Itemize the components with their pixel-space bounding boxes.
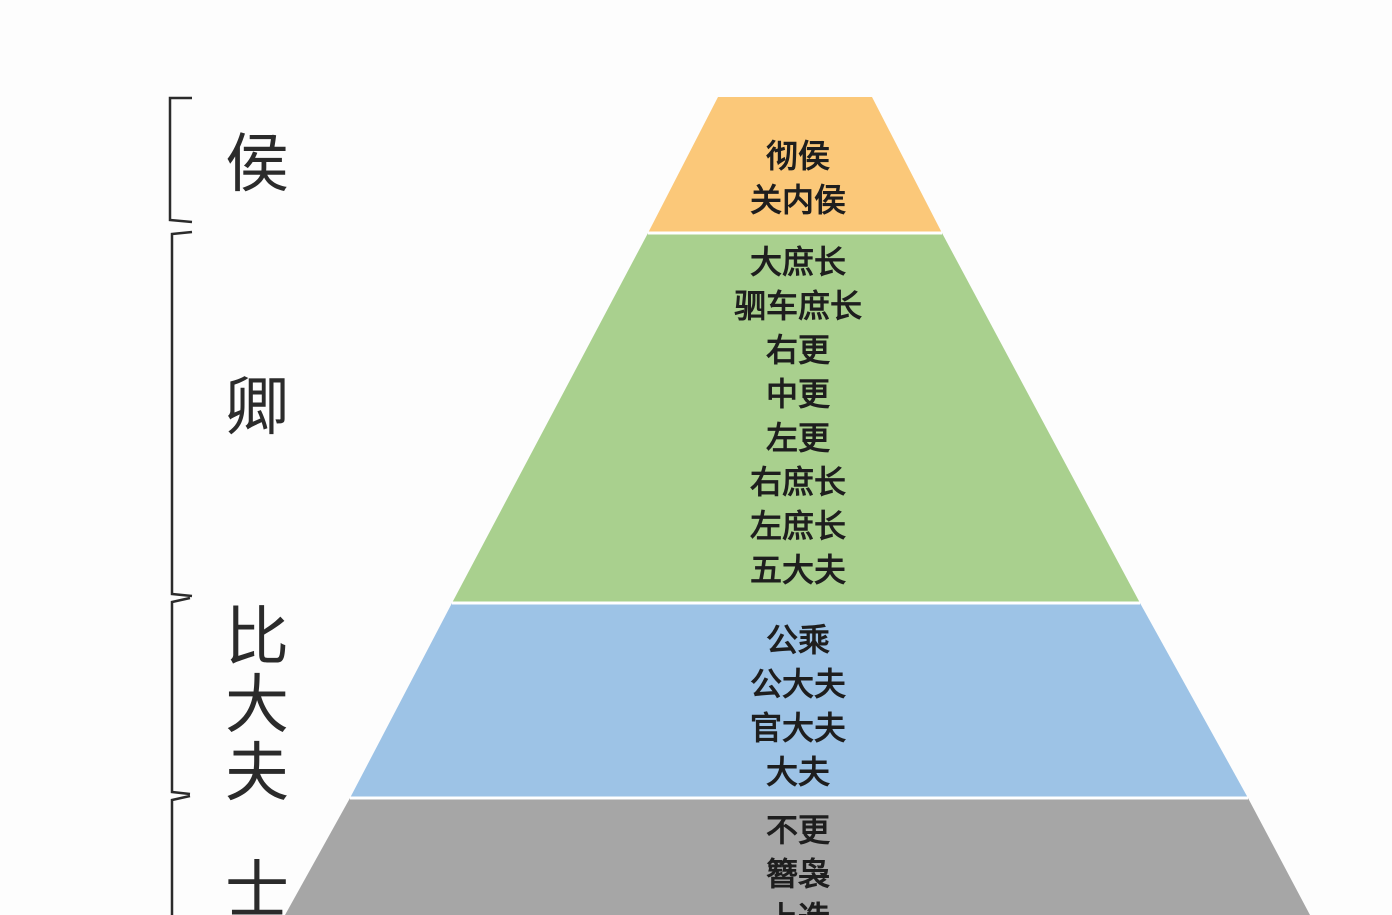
tier-hou-band [648,97,942,233]
rank-title: 公大夫 [749,665,846,703]
rank-title: 关内侯 [749,181,846,219]
tier-qing-titles: 大庶长 驷车庶长 右更 中更 左更 右庶长 左庶长 五大夫 [648,240,948,592]
bracket-hou [168,96,193,224]
rank-title: 中更 [765,375,830,413]
rank-title: 上造 [648,896,948,915]
rank-title: 左庶长 [749,507,846,545]
rank-title: 右更 [765,331,830,369]
tier-dafu-titles: 公乘 公大夫 官大夫 大夫 [648,618,948,794]
tier-qing-band [452,233,1140,603]
group-label-shi: 士 [225,855,289,915]
group-label-hou: 侯 [225,128,289,202]
tier-shi-band [285,798,1310,915]
rank-title: 五大夫 [749,551,846,589]
rank-title: 簪袅 [765,855,830,893]
rank-title: 右庶长 [749,463,846,501]
rank-title: 官大夫 [749,709,846,747]
bracket-dafu [170,596,191,796]
rank-title: 公乘 [765,621,830,659]
group-label-dafu: 比大夫 [225,601,289,811]
rank-title: 彻侯 [765,137,830,175]
tier-shi-titles: 不更 簪袅 上造 [648,808,948,915]
rank-title: 驷车庶长 [733,287,862,325]
group-label-qing: 卿 [225,371,289,445]
rank-title: 大庶长 [749,243,846,281]
rank-title: 大夫 [765,753,830,791]
rank-title: 左更 [765,419,830,457]
bracket-qing [170,230,193,598]
tier-hou-titles: 彻侯 关内侯 [648,134,948,222]
bracket-shi [170,794,191,915]
rank-title: 不更 [765,811,830,849]
tier-dafu-band [350,603,1248,798]
